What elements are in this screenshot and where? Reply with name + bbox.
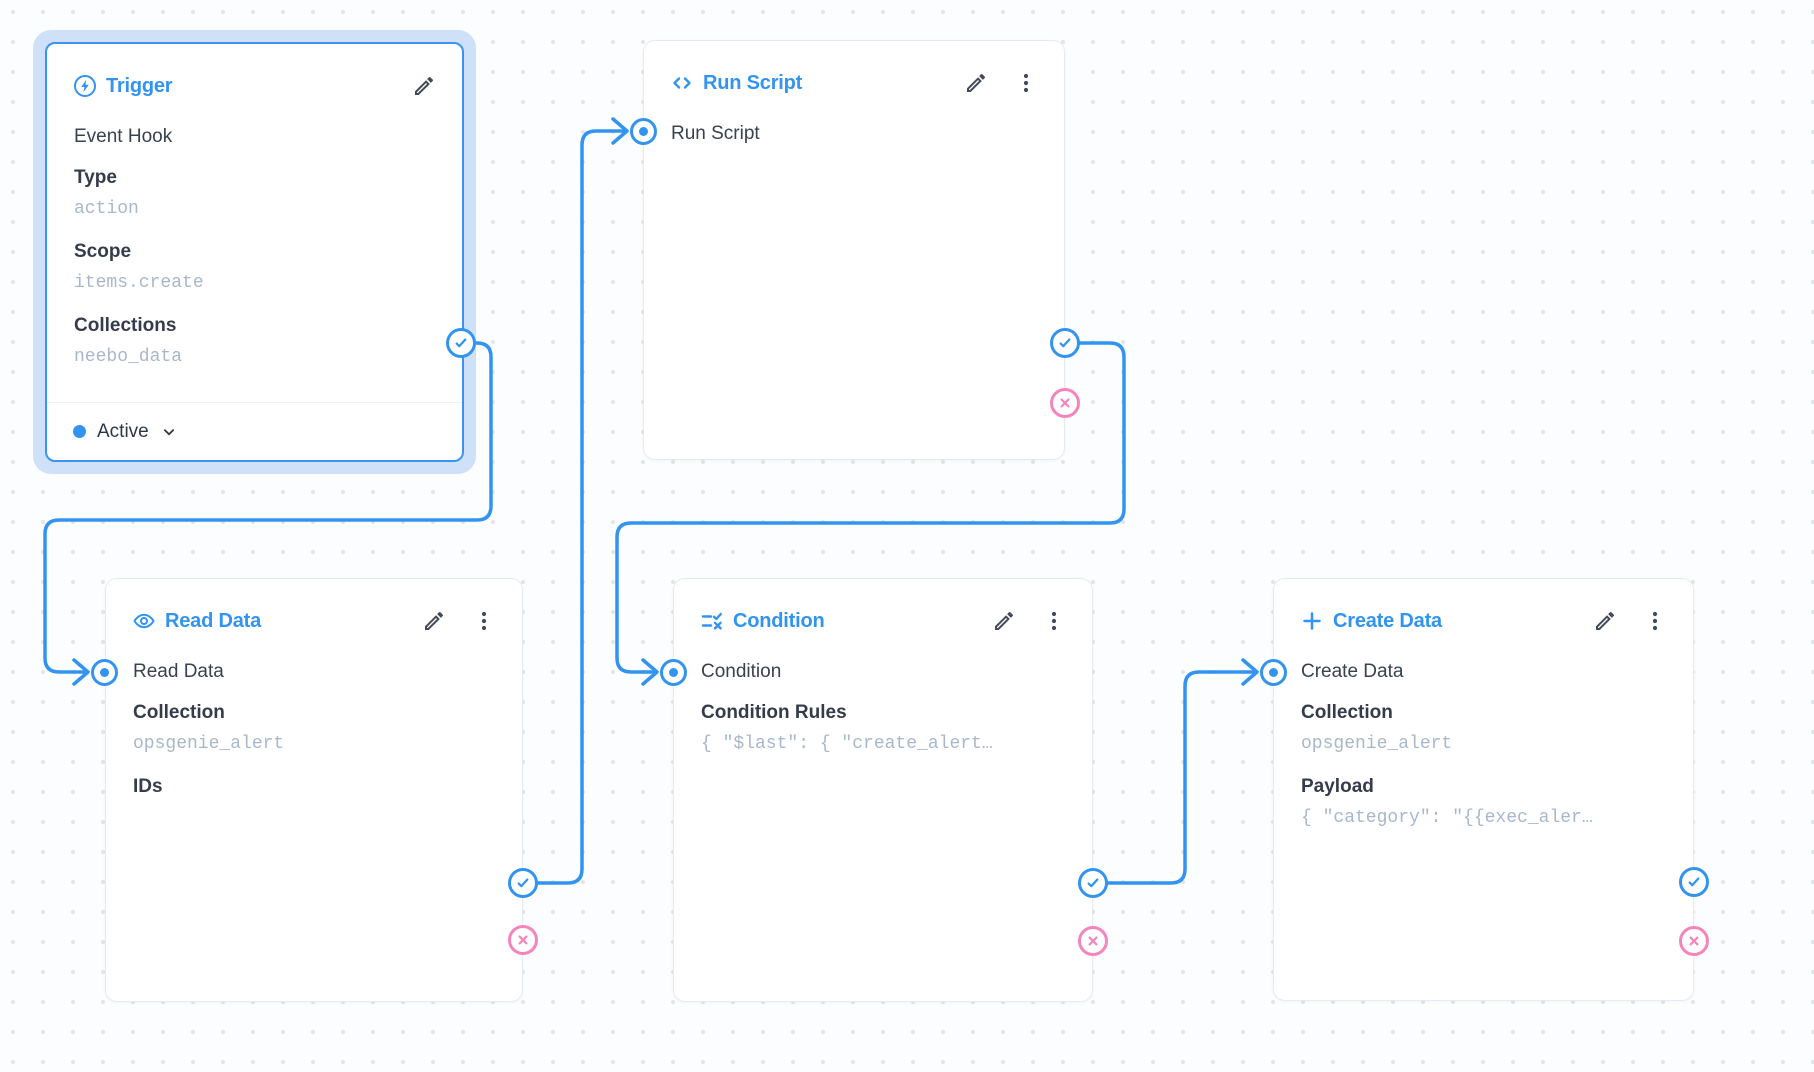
field-label: IDs xyxy=(133,776,163,797)
trigger-resolve-connector-icon[interactable] xyxy=(446,328,476,358)
trigger-node-selection-glow: Trigger Event Hook Type action Scope ite… xyxy=(33,30,476,474)
create-data-resolve-connector-icon[interactable] xyxy=(1679,867,1709,897)
vertical-dots-menu-icon[interactable] xyxy=(1014,71,1038,95)
condition-node-card[interactable]: Condition Condition Condition Rules { "$… xyxy=(673,578,1093,1002)
run-script-resolve-connector-icon[interactable] xyxy=(1050,328,1080,358)
trigger-node-card[interactable]: Trigger Event Hook Type action Scope ite… xyxy=(45,42,464,462)
field-label: Payload xyxy=(1301,776,1374,797)
read-data-node-label: Read Data xyxy=(133,661,224,682)
field-label: Collections xyxy=(74,315,177,336)
run-script-node-label: Run Script xyxy=(671,123,760,144)
edit-pencil-icon[interactable] xyxy=(964,71,988,95)
condition-resolve-connector-icon[interactable] xyxy=(1078,868,1108,898)
read-data-input-connector-icon[interactable] xyxy=(90,658,118,686)
trigger-status-toggle[interactable]: Active xyxy=(47,402,462,460)
edit-pencil-icon[interactable] xyxy=(422,609,446,633)
field-label: Collection xyxy=(133,702,225,723)
edge-read-data-to-run-script xyxy=(536,129,627,885)
create-data-node-label: Create Data xyxy=(1301,661,1404,682)
read-data-reject-connector-icon[interactable] xyxy=(508,925,538,955)
code-icon xyxy=(673,77,691,89)
trigger-node-title: Trigger xyxy=(106,74,173,97)
run-script-node-title: Run Script xyxy=(703,71,803,94)
condition-reject-connector-icon[interactable] xyxy=(1078,926,1108,956)
field-value: opsgenie_alert xyxy=(133,734,285,754)
edit-pencil-icon[interactable] xyxy=(992,609,1016,633)
vertical-dots-menu-icon[interactable] xyxy=(1643,609,1667,633)
run-script-reject-connector-icon[interactable] xyxy=(1050,388,1080,418)
run-script-node-card[interactable]: Run Script Run Script xyxy=(643,40,1065,460)
field-value: { "category": "{{exec_aler… xyxy=(1301,808,1593,828)
plus-icon xyxy=(1303,612,1321,630)
condition-node-label: Condition xyxy=(701,661,782,682)
eye-icon xyxy=(133,613,155,629)
edge-condition-to-create-data-arrowhead xyxy=(1241,658,1259,686)
field-value: { "$last": { "create_alert… xyxy=(701,734,993,754)
field-label: Type xyxy=(74,167,117,188)
field-label: Scope xyxy=(74,241,132,262)
edit-pencil-icon[interactable] xyxy=(1593,609,1617,633)
condition-node-title: Condition xyxy=(733,609,825,632)
field-value: action xyxy=(74,199,139,219)
field-label: Collection xyxy=(1301,702,1393,723)
read-data-node-title: Read Data xyxy=(165,609,262,632)
create-data-input-connector-icon[interactable] xyxy=(1259,658,1287,686)
edge-read-data-to-run-script-arrowhead xyxy=(611,117,629,145)
create-data-node-card[interactable]: Create Data Create Data Collection opsge… xyxy=(1273,578,1694,1001)
edge-condition-to-create-data xyxy=(1106,670,1257,885)
vertical-dots-menu-icon[interactable] xyxy=(472,609,496,633)
read-data-resolve-connector-icon[interactable] xyxy=(508,868,538,898)
run-script-input-connector-icon[interactable] xyxy=(629,117,657,145)
create-data-node-title: Create Data xyxy=(1333,609,1442,632)
field-value: items.create xyxy=(74,273,204,293)
condition-input-connector-icon[interactable] xyxy=(659,658,687,686)
read-data-node-card[interactable]: Read Data Read Data Collection opsgenie_… xyxy=(105,578,523,1002)
trigger-subtitle: Event Hook xyxy=(74,126,173,147)
edge-run-script-to-condition-arrowhead xyxy=(641,658,659,686)
chevron-down-icon xyxy=(163,428,174,435)
bolt-circle-icon xyxy=(74,75,96,97)
rule-icon xyxy=(701,612,722,630)
status-label: Active xyxy=(97,420,149,442)
status-active-dot xyxy=(73,425,86,438)
edit-pencil-icon[interactable] xyxy=(412,74,436,98)
vertical-dots-menu-icon[interactable] xyxy=(1042,609,1066,633)
field-value: neebo_data xyxy=(74,347,183,367)
edge-trigger-to-read-data-arrowhead xyxy=(72,658,90,686)
create-data-reject-connector-icon[interactable] xyxy=(1679,926,1709,956)
field-label: Condition Rules xyxy=(701,702,847,723)
field-value: opsgenie_alert xyxy=(1301,734,1453,754)
